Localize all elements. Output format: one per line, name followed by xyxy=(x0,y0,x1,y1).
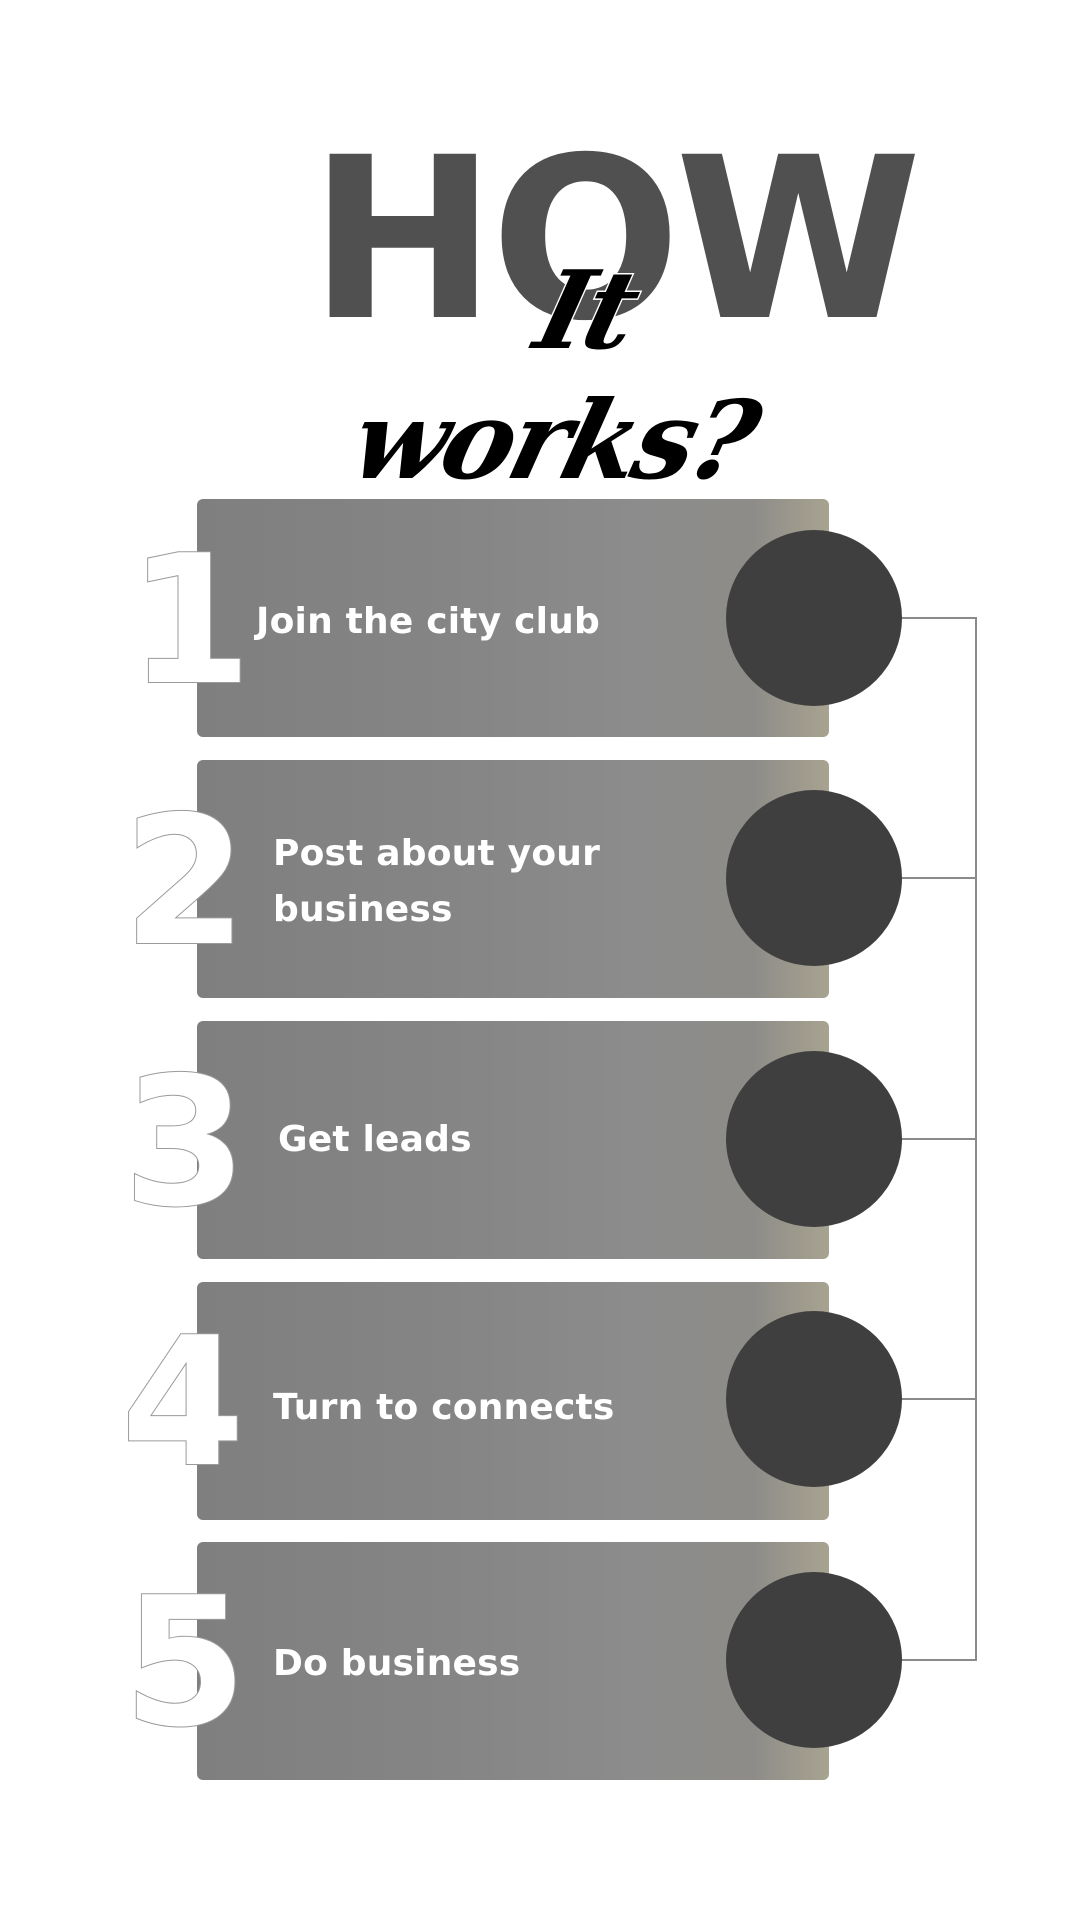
step-number-3: 3 xyxy=(122,1039,248,1246)
step-card-1 xyxy=(197,499,829,737)
step-number-1: 1 xyxy=(127,517,253,724)
connector-branch-5 xyxy=(900,1659,977,1661)
step-card-2 xyxy=(197,760,829,998)
connector-branch-2 xyxy=(900,877,977,879)
step-circle-1 xyxy=(726,530,902,706)
step-card-3 xyxy=(197,1021,829,1259)
title-how: HOW xyxy=(309,109,922,370)
step-card-5 xyxy=(197,1542,829,1780)
step-circle-3 xyxy=(726,1051,902,1227)
step-label-4: Turn to connects xyxy=(273,1387,615,1428)
step-card-4 xyxy=(197,1282,829,1520)
connector-branch-4 xyxy=(900,1398,977,1400)
step-label-2: Post about your business xyxy=(273,833,601,930)
step-number-2: 2 xyxy=(122,778,248,985)
title-it-works: It works? xyxy=(338,247,769,506)
step-circle-5 xyxy=(726,1572,902,1748)
connector-branch-3 xyxy=(900,1138,977,1140)
connector-branch-1 xyxy=(900,617,977,619)
step-label-1: Join the city club xyxy=(256,601,600,642)
step-label-5: Do business xyxy=(273,1643,521,1684)
step-circle-2 xyxy=(726,790,902,966)
step-number-4: 4 xyxy=(120,1299,246,1506)
step-label-3: Get leads xyxy=(278,1119,472,1160)
step-circle-4 xyxy=(726,1311,902,1487)
step-number-5: 5 xyxy=(122,1559,248,1766)
